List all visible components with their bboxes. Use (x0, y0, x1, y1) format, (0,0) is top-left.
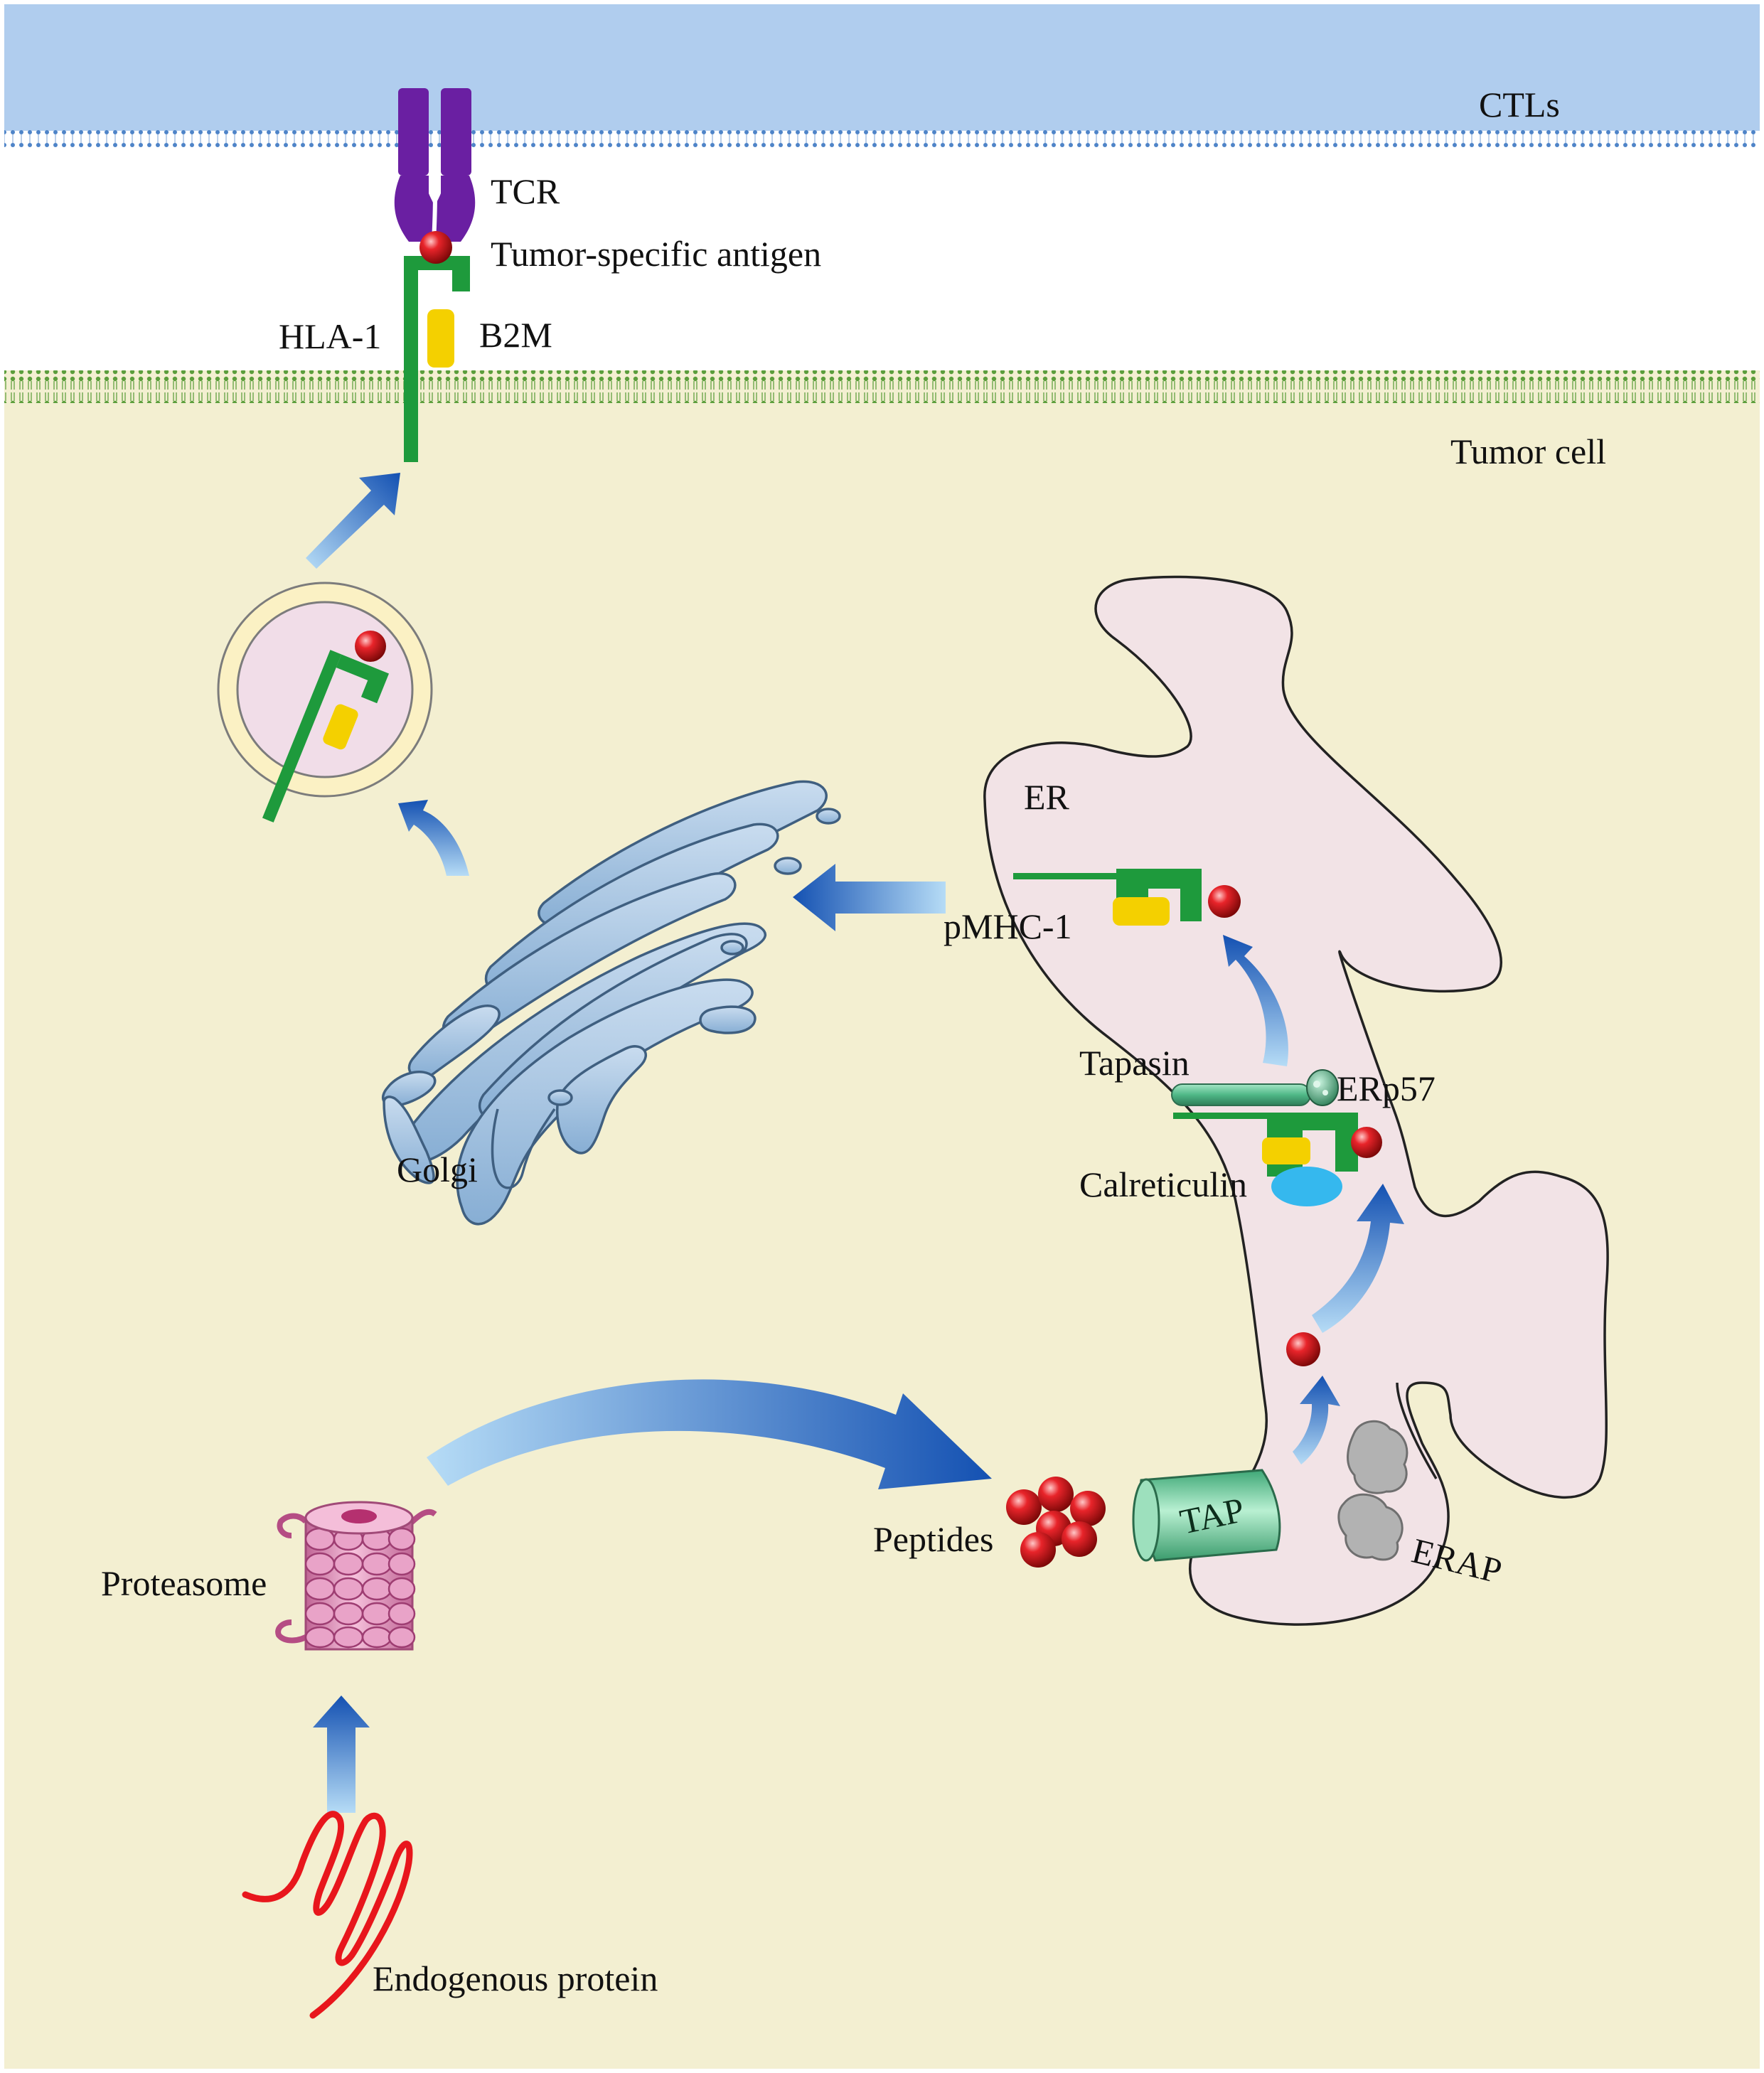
calreticulin-label: Calreticulin (1079, 1164, 1247, 1204)
erp57-icon (1306, 1069, 1339, 1106)
er-pmhc1-complex (1013, 869, 1202, 926)
hla1-icon (404, 256, 470, 462)
pmhc1-label: pMHC-1 (944, 906, 1072, 946)
endogenous-protein-icon (242, 1811, 413, 2019)
ctls-label: CTLs (1479, 85, 1560, 124)
tap-icon (1132, 1469, 1281, 1562)
tcr-label: TCR (491, 171, 560, 211)
ctl-region (4, 4, 1760, 131)
golgi-icon (382, 780, 841, 1226)
ctl-membrane (4, 127, 1760, 150)
peptides-label: Peptides (873, 1519, 993, 1559)
flow-arrow-icon (306, 473, 1404, 1813)
endogenous-protein-label: Endogenous protein (373, 1959, 658, 1998)
proteasome-label: Proteasome (101, 1563, 267, 1603)
plc-hla1 (1173, 1113, 1358, 1177)
proteasome-icon (275, 1501, 437, 1651)
surface-peptide (419, 231, 452, 264)
tumor-specific-antigen-label: Tumor-specific antigen (491, 234, 821, 274)
tcr-icon (394, 88, 476, 242)
b2m-label: B2M (479, 315, 552, 355)
extracellular-space (4, 150, 1760, 370)
calreticulin-icon (1271, 1167, 1342, 1206)
hla1-label: HLA-1 (279, 316, 381, 356)
golgi-label: Golgi (397, 1150, 478, 1189)
er-free-peptide (1286, 1332, 1320, 1366)
erap-icon (1337, 1420, 1408, 1561)
tumor-cell-label: Tumor cell (1450, 432, 1606, 471)
vesicle-icon (217, 582, 433, 823)
tapasin-icon (1171, 1083, 1311, 1106)
tapasin-label: Tapasin (1079, 1043, 1190, 1083)
peptide-icon (1006, 1477, 1106, 1568)
er-pmhc1-peptide (1208, 885, 1241, 918)
tumor-membrane (4, 370, 1760, 403)
er-label: ER (1024, 777, 1070, 817)
erp57-label: ERp57 (1337, 1068, 1436, 1108)
plc-peptide (1351, 1127, 1382, 1158)
